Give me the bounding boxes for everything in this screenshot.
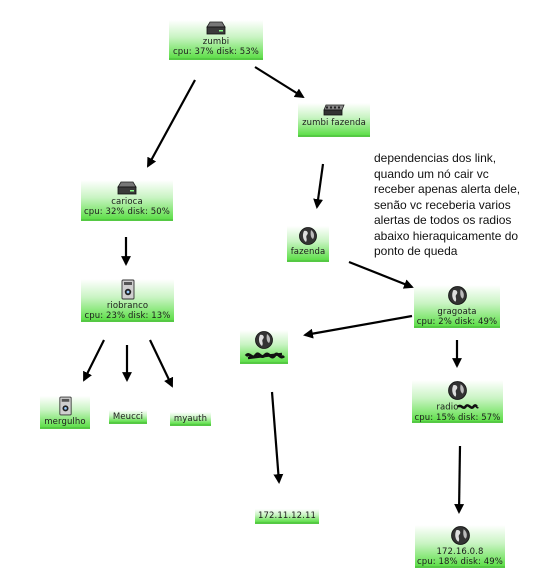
edge-zumbi-zumbi-fazenda	[254, 66, 305, 99]
node-stats: cpu: 15% disk: 57%	[414, 412, 501, 423]
edge-zumbi-fazenda-fazenda	[313, 163, 325, 209]
node-carioca[interactable]: carioca cpu: 32% disk: 50%	[81, 180, 173, 221]
redaction-scribble	[244, 352, 286, 360]
node-stats: cpu: 18% disk: 49%	[417, 557, 503, 567]
node-stats: cpu: 32% disk: 50%	[84, 207, 170, 217]
server-icon	[206, 21, 226, 35]
edge-redacted-ip-172-11	[270, 391, 284, 484]
node-redacted[interactable]	[240, 330, 288, 364]
node-label: gragoata	[437, 307, 477, 317]
node-stats: cpu: 23% disk: 13%	[84, 311, 171, 321]
globe-icon	[299, 227, 317, 245]
node-label: zumbi fazenda	[302, 118, 366, 128]
globe-icon	[447, 286, 467, 305]
node-meucci[interactable]: Meucci	[109, 410, 147, 424]
node-label: fazenda	[290, 247, 326, 257]
mac-tower-icon	[121, 279, 134, 300]
mac-tower-icon	[58, 396, 72, 416]
edge-riobranco-mergulho	[83, 339, 105, 382]
node-label: carioca	[111, 197, 143, 207]
edge-radio-ip-172-16	[454, 445, 465, 514]
node-ip-172-11-12-11[interactable]: 172.11.12.11	[255, 509, 319, 524]
globe-icon	[255, 331, 273, 349]
node-label: riobranco	[106, 301, 149, 311]
edge-gragoata-redacted	[303, 314, 413, 339]
node-label: 172.11.12.11	[258, 511, 316, 521]
edge-fazenda-gragoata	[348, 260, 414, 289]
node-zumbi-fazenda[interactable]: zumbi fazenda	[298, 103, 370, 137]
node-zumbi[interactable]: zumbi cpu: 37% disk: 53%	[169, 20, 263, 60]
node-label: myauth	[173, 414, 208, 424]
node-radio[interactable]: radio cpu: 15% disk: 57%	[412, 380, 503, 423]
globe-icon	[448, 381, 467, 400]
globe-icon	[450, 526, 470, 545]
node-fazenda[interactable]: fazenda	[287, 226, 329, 262]
edge-riobranco-myauth	[149, 339, 174, 388]
node-stats: cpu: 37% disk: 53%	[173, 47, 259, 57]
node-label: zumbi	[202, 37, 230, 47]
node-mergulho[interactable]: mergulho	[40, 396, 90, 429]
node-riobranco[interactable]: riobranco cpu: 23% disk: 13%	[81, 279, 174, 322]
node-myauth[interactable]: myauth	[170, 412, 211, 426]
server-icon	[117, 181, 137, 195]
node-label-text: radio	[436, 402, 459, 413]
edge-zumbi-carioca	[147, 79, 196, 168]
node-label: mergulho	[44, 417, 86, 427]
redaction-scribble	[456, 404, 479, 409]
node-stats: cpu: 2% disk: 49%	[416, 317, 498, 327]
node-gragoata[interactable]: gragoata cpu: 2% disk: 49%	[414, 285, 500, 328]
node-label: Meucci	[112, 412, 144, 422]
node-ip-172-16-0-8[interactable]: 172.16.0.8 cpu: 18% disk: 49%	[415, 525, 505, 568]
node-label: radio	[412, 402, 503, 413]
annotation-note: dependencias dos link, quando um nó cair…	[374, 151, 521, 258]
node-label: 172.16.0.8	[436, 547, 484, 557]
switch-icon	[323, 104, 345, 116]
